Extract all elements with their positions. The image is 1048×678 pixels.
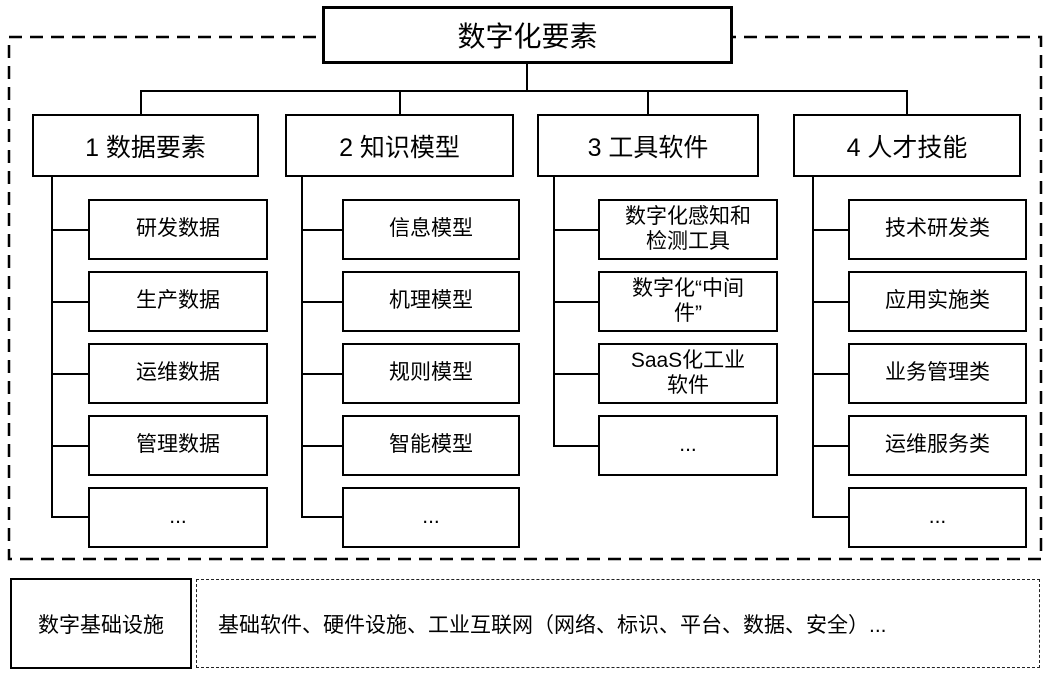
leaf-node: 应用实施类 <box>848 271 1027 332</box>
infrastructure-label-node: 数字基础设施 <box>10 578 192 669</box>
leaf-node: 机理模型 <box>342 271 520 332</box>
leaf-node: 运维服务类 <box>848 415 1027 476</box>
leaf-node: 运维数据 <box>88 343 268 404</box>
category-node-data: 1 数据要素 <box>32 114 259 177</box>
root-node: 数字化要素 <box>322 6 733 64</box>
leaf-node: 业务管理类 <box>848 343 1027 404</box>
category-node-knowledge: 2 知识模型 <box>285 114 514 177</box>
leaf-node: 研发数据 <box>88 199 268 260</box>
leaf-node: 信息模型 <box>342 199 520 260</box>
leaf-node-ellipsis: ... <box>342 487 520 548</box>
leaf-node: SaaS化工业 软件 <box>598 343 778 404</box>
leaf-node: 技术研发类 <box>848 199 1027 260</box>
tree-connectors <box>51 64 908 518</box>
category-node-tools: 3 工具软件 <box>537 114 759 177</box>
leaf-node: 数字化感知和 检测工具 <box>598 199 778 260</box>
infrastructure-content-node: 基础软件、硬件设施、工业互联网（网络、标识、平台、数据、安全）... <box>196 579 1040 668</box>
leaf-node: 智能模型 <box>342 415 520 476</box>
leaf-node: 数字化“中间 件” <box>598 271 778 332</box>
leaf-node: 管理数据 <box>88 415 268 476</box>
leaf-node-ellipsis: ... <box>598 415 778 476</box>
leaf-node: 规则模型 <box>342 343 520 404</box>
leaf-node-ellipsis: ... <box>848 487 1027 548</box>
leaf-node: 生产数据 <box>88 271 268 332</box>
leaf-node-ellipsis: ... <box>88 487 268 548</box>
category-node-talent: 4 人才技能 <box>793 114 1021 177</box>
